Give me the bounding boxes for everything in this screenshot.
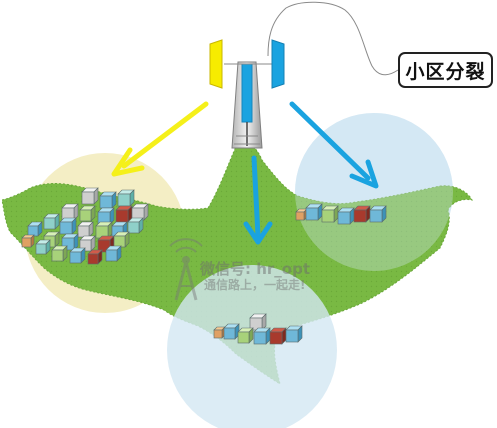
building-cube <box>81 191 95 205</box>
watermark-radio-icon <box>169 238 203 301</box>
building-cluster-bottom <box>213 313 303 345</box>
building-cube <box>213 329 223 339</box>
building-cube <box>223 327 236 340</box>
building-cube <box>305 207 319 221</box>
arrow-blue-down-icon <box>243 155 273 245</box>
building-cube <box>117 193 131 207</box>
building-cube <box>43 217 56 230</box>
cable-line <box>267 1 399 76</box>
antenna-yellow-icon <box>209 39 223 89</box>
building-cube <box>59 221 73 235</box>
building-cube <box>285 329 299 343</box>
building-cube <box>269 331 283 345</box>
tower <box>224 61 272 149</box>
arrow-yellow-icon <box>111 101 209 177</box>
building-cube <box>77 225 90 238</box>
coverage-cell-bottom <box>167 265 337 428</box>
arrow-blue-right-icon <box>289 101 379 189</box>
building-cube <box>237 331 250 344</box>
building-cube <box>87 253 99 265</box>
building-cube <box>127 221 140 234</box>
building-cluster-right <box>295 203 387 225</box>
building-cube <box>115 209 129 223</box>
building-cube <box>113 235 126 248</box>
building-cube <box>79 239 92 252</box>
building-cube <box>69 251 82 264</box>
cell-splitting-label: 小区分裂 <box>398 52 493 88</box>
coverage-cell-right-overlay <box>295 113 453 271</box>
watermark-line-1: 微信号: hr_opt <box>200 260 311 278</box>
building-cube <box>321 209 335 223</box>
building-cube <box>99 195 113 209</box>
tower-blue-panel <box>241 63 253 123</box>
building-cube <box>295 211 305 221</box>
building-cube <box>353 209 367 223</box>
building-cube <box>51 249 64 262</box>
building-cube <box>21 237 32 248</box>
building-cube <box>35 243 47 255</box>
building-cube <box>79 209 92 222</box>
building-cube <box>369 209 383 223</box>
building-cube <box>27 225 39 237</box>
building-cube <box>253 331 267 345</box>
building-cube <box>337 211 351 225</box>
antenna-blue-icon <box>271 39 285 89</box>
watermark-line-2: 通信路上，一起走! <box>204 278 306 292</box>
building-cluster-left <box>21 187 149 265</box>
building-cube <box>105 249 118 262</box>
